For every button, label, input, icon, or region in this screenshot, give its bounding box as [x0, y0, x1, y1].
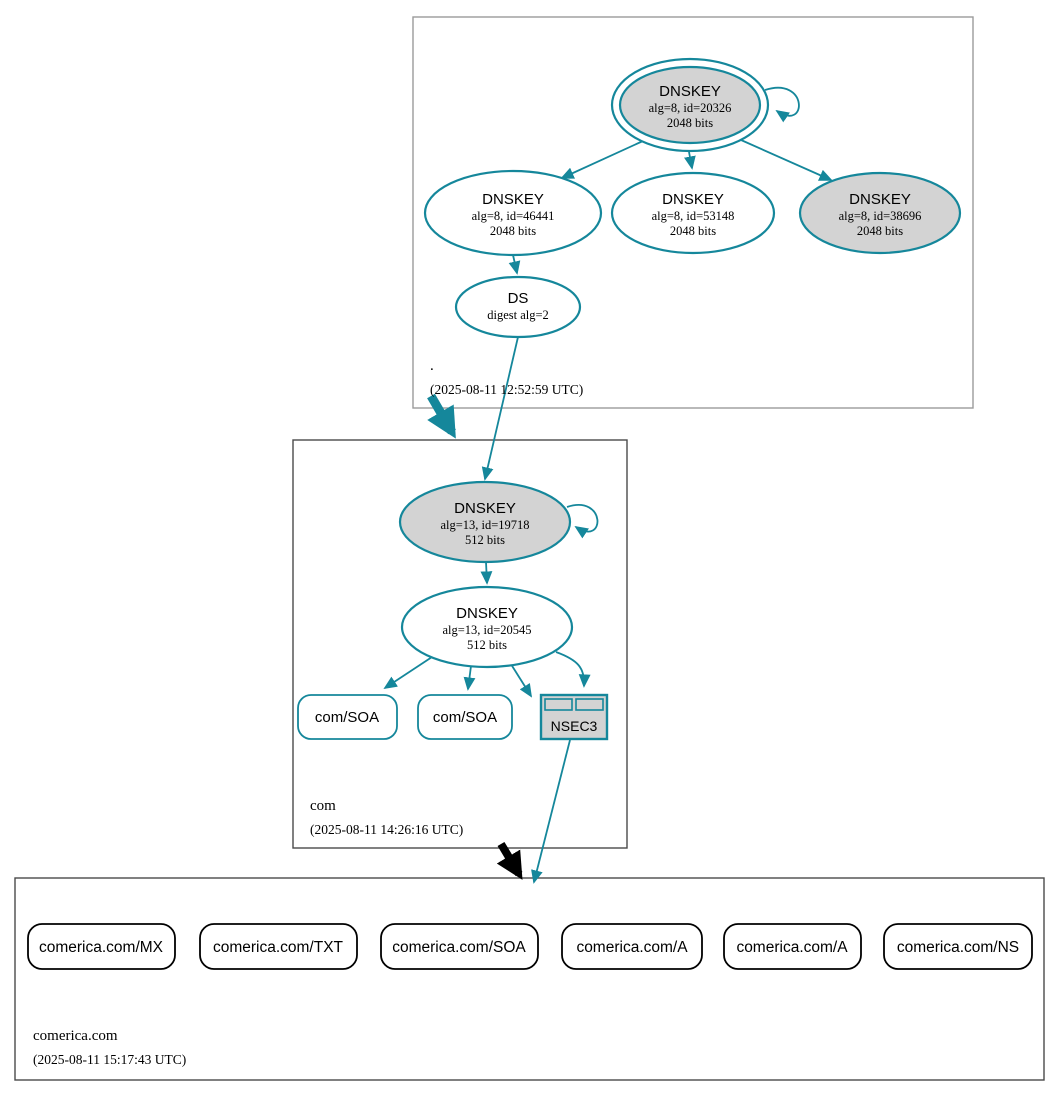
edge-delegation-com-to-comerica [496, 841, 523, 880]
root-zsk1-title: DNSKEY [482, 191, 544, 208]
comerica-soa-rect [380, 923, 539, 970]
com-zsk-ellipse [400, 585, 574, 669]
root-ksk-title: DNSKEY [659, 83, 721, 100]
root-ds-ellipse [454, 275, 582, 339]
comerica-a1-label: comerica.com/A [576, 939, 688, 956]
node-comerica-mx: comerica.com/MX [27, 923, 176, 970]
edge-com-zsk-to-soa1 [383, 656, 433, 690]
edge-root-ksk-to-ksk-38696 [740, 139, 833, 181]
node-root-zsk-53148: DNSKEY alg=8, id=53148 2048 bits [610, 171, 776, 255]
root-ksk2-title: DNSKEY [849, 191, 911, 208]
zone-label-com: com [310, 798, 336, 814]
comerica-mx-rect [27, 923, 176, 970]
node-root-zsk-46441: DNSKEY alg=8, id=46441 2048 bits [423, 169, 603, 257]
root-ksk2-detail: alg=8, id=38696 [839, 209, 922, 223]
node-root-ksk-38696: DNSKEY alg=8, id=38696 2048 bits [798, 171, 962, 255]
edge-com-zsk-to-nsec3-b [555, 651, 591, 688]
root-ksk-inner-ellipse [618, 65, 762, 145]
com-nsec3-cell-left [544, 698, 573, 711]
root-ds-title: DS [508, 290, 529, 307]
node-comerica-soa: comerica.com/SOA [380, 923, 539, 970]
zone-label-root: . [430, 358, 434, 374]
node-com-soa-1: com/SOA [297, 694, 398, 740]
root-zsk2-ellipse [610, 171, 776, 255]
com-nsec3-cell-right [575, 698, 604, 711]
node-com-soa-2: com/SOA [417, 694, 513, 740]
com-soa2-label: com/SOA [433, 709, 497, 726]
com-soa1-rect [297, 694, 398, 740]
com-ksk-bits: 512 bits [465, 533, 505, 547]
root-ksk2-ellipse [798, 171, 962, 255]
zone-timestamp-com: (2025-08-11 14:26:16 UTC) [310, 822, 463, 837]
root-ksk-bits: 2048 bits [667, 116, 713, 130]
node-root-ds: DS digest alg=2 [454, 275, 582, 339]
edge-com-zsk-to-soa2 [463, 665, 476, 691]
node-com-nsec3: NSEC3 [539, 693, 609, 741]
root-ds-detail: digest alg=2 [487, 308, 549, 322]
edge-com-zsk-to-nsec3-a [508, 660, 533, 698]
root-zsk1-detail: alg=8, id=46441 [472, 209, 555, 223]
zone-timestamp-comerica: (2025-08-11 15:17:43 UTC) [33, 1052, 186, 1067]
edge-com-ksk-selfloop [566, 504, 599, 539]
com-soa2-rect [417, 694, 513, 740]
root-ksk-detail: alg=8, id=20326 [649, 101, 732, 115]
root-zsk1-bits: 2048 bits [490, 224, 536, 238]
edge-nsec3-to-comerica [531, 739, 571, 884]
zone-box-root [412, 16, 974, 409]
node-comerica-a2: comerica.com/A [723, 923, 862, 970]
edge-root-ksk-to-zsk-46441 [560, 140, 644, 179]
node-com-zsk-20545: DNSKEY alg=13, id=20545 512 bits [400, 585, 574, 669]
com-soa1-label: com/SOA [315, 709, 379, 726]
comerica-ns-rect [883, 923, 1033, 970]
node-root-ksk-20326: DNSKEY alg=8, id=20326 2048 bits [610, 57, 770, 153]
edge-root-ksk-selfloop [764, 86, 800, 123]
zone-timestamp-root: (2025-08-11 12:52:59 UTC) [430, 382, 583, 397]
com-ksk-ellipse [398, 480, 572, 564]
node-comerica-a1: comerica.com/A [561, 923, 703, 970]
node-com-ksk-19718: DNSKEY alg=13, id=19718 512 bits [398, 480, 572, 564]
zone-label-comerica: comerica.com [33, 1028, 118, 1044]
node-comerica-txt: comerica.com/TXT [199, 923, 358, 970]
root-zsk2-title: DNSKEY [662, 191, 724, 208]
edge-zsk-46441-to-ds [508, 254, 521, 275]
com-zsk-title: DNSKEY [456, 605, 518, 622]
zone-box-comerica [14, 877, 1045, 1081]
com-ksk-title: DNSKEY [454, 500, 516, 517]
comerica-txt-rect [199, 923, 358, 970]
edge-delegation-root-to-com [427, 393, 456, 439]
comerica-txt-label: comerica.com/TXT [213, 939, 344, 956]
edge-ds-to-com-ksk [481, 336, 519, 481]
comerica-ns-label: comerica.com/NS [897, 939, 1019, 956]
comerica-soa-label: comerica.com/SOA [392, 939, 526, 956]
edges [383, 86, 833, 884]
com-zsk-detail: alg=13, id=20545 [442, 623, 531, 637]
zone-box-com [292, 439, 628, 849]
com-zsk-bits: 512 bits [467, 638, 507, 652]
comerica-a2-label: comerica.com/A [736, 939, 848, 956]
comerica-mx-label: comerica.com/MX [39, 939, 164, 956]
root-zsk2-bits: 2048 bits [670, 224, 716, 238]
root-ksk2-bits: 2048 bits [857, 224, 903, 238]
comerica-a1-rect [561, 923, 703, 970]
root-zsk2-detail: alg=8, id=53148 [652, 209, 735, 223]
comerica-a2-rect [723, 923, 862, 970]
root-zsk1-ellipse [423, 169, 603, 257]
com-ksk-detail: alg=13, id=19718 [440, 518, 529, 532]
edge-root-ksk-to-zsk-53148 [684, 151, 696, 170]
com-nsec3-label: NSEC3 [551, 718, 598, 734]
node-comerica-ns: comerica.com/NS [883, 923, 1033, 970]
edge-com-ksk-to-zsk [480, 561, 493, 585]
